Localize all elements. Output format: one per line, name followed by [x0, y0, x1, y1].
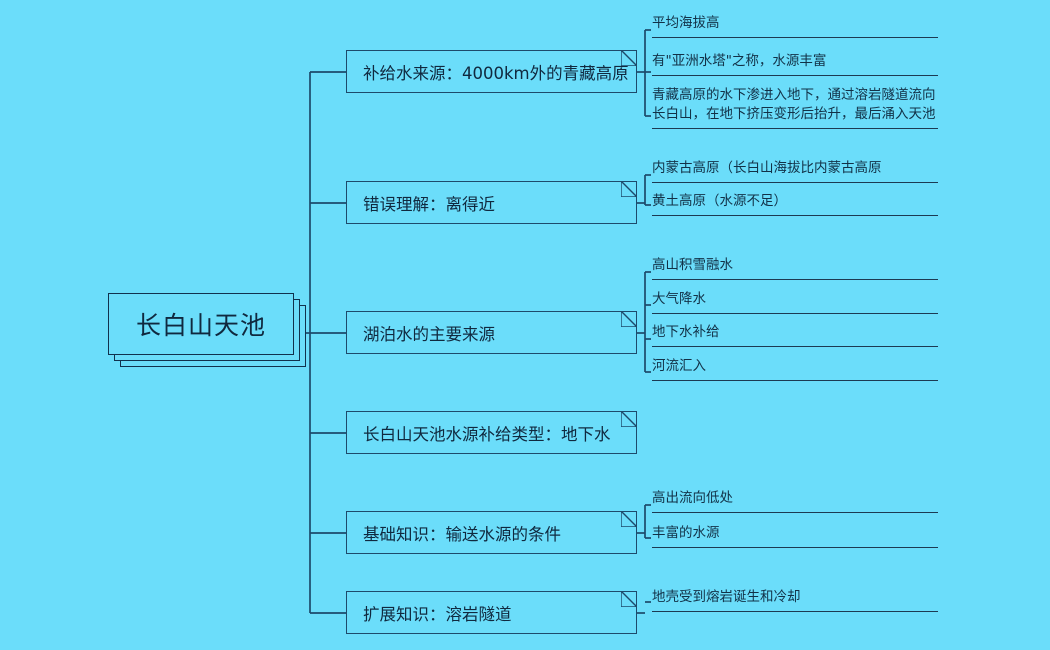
branch-node-3-label: 湖泊水的主要来源 — [363, 324, 495, 344]
folded-corner-icon — [621, 511, 637, 527]
root-node-label-box[interactable]: 长白山天池 — [108, 293, 294, 355]
branch-node-1[interactable]: 补给水来源：4000km外的青藏高原 — [346, 50, 637, 93]
leaf-node-6-1[interactable]: 地壳受到熔岩诞生和冷却 — [652, 588, 938, 612]
branch-node-6-label: 扩展知识：溶岩隧道 — [363, 604, 512, 624]
branch-node-2-label: 错误理解：离得近 — [363, 194, 495, 214]
branch-node-5-label: 基础知识：输送水源的条件 — [363, 524, 561, 544]
branch-node-2[interactable]: 错误理解：离得近 — [346, 181, 637, 224]
branch-node-6[interactable]: 扩展知识：溶岩隧道 — [346, 591, 637, 634]
branch-node-4[interactable]: 长白山天池水源补给类型：地下水 — [346, 411, 637, 454]
branch-node-3[interactable]: 湖泊水的主要来源 — [346, 311, 637, 354]
folded-corner-icon — [621, 50, 637, 66]
leaf-node-1-1[interactable]: 平均海拔高 — [652, 14, 938, 38]
root-node-label: 长白山天池 — [135, 311, 266, 340]
folded-corner-icon — [621, 311, 637, 327]
leaf-node-2-1[interactable]: 内蒙古高原（长白山海拔比内蒙古高原 — [652, 159, 938, 183]
leaf-node-5-1[interactable]: 高出流向低处 — [652, 489, 938, 513]
branch-node-4-label: 长白山天池水源补给类型：地下水 — [363, 424, 611, 444]
leaf-node-1-2[interactable]: 有"亚洲水塔"之称，水源丰富 — [652, 52, 938, 76]
leaf-node-1-3[interactable]: 青藏高原的水下渗进入地下，通过溶岩隧道流向 长白山，在地下挤压变形后抬升，最后涌… — [652, 86, 938, 129]
leaf-node-3-4[interactable]: 河流汇入 — [652, 357, 938, 381]
folded-corner-icon — [621, 411, 637, 427]
root-node[interactable]: 长白山天池 — [108, 293, 306, 367]
leaf-node-3-3[interactable]: 地下水补给 — [652, 323, 938, 347]
branch-node-5[interactable]: 基础知识：输送水源的条件 — [346, 511, 637, 554]
folded-corner-icon — [621, 591, 637, 607]
leaf-node-3-1[interactable]: 高山积雪融水 — [652, 256, 938, 280]
leaf-node-2-2[interactable]: 黄土高原（水源不足） — [652, 192, 938, 216]
leaf-node-3-2[interactable]: 大气降水 — [652, 290, 938, 314]
branch-node-1-label: 补给水来源：4000km外的青藏高原 — [363, 63, 629, 83]
leaf-node-5-2[interactable]: 丰富的水源 — [652, 524, 938, 548]
folded-corner-icon — [621, 181, 637, 197]
